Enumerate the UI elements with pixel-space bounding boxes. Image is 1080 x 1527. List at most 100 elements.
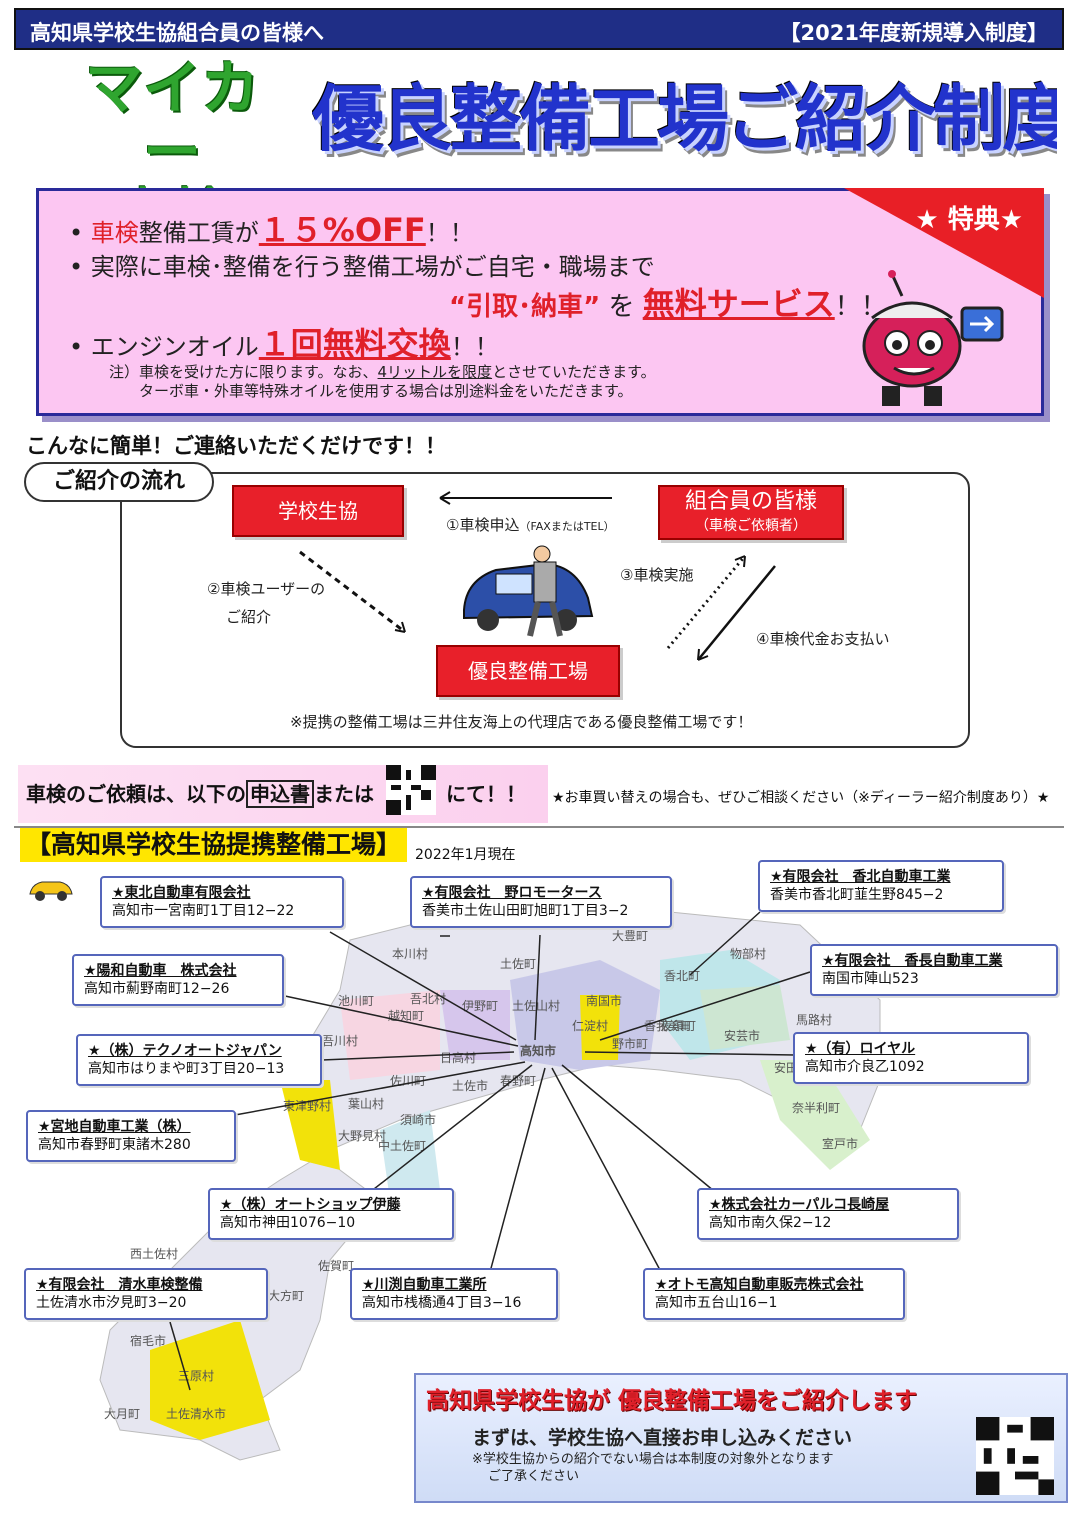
taxi-icon (29, 881, 73, 901)
map-label: 葉山村 (348, 1097, 384, 1111)
header-left-text: 高知県学校生協組合員の皆様へ (30, 21, 324, 45)
qr-code-icon[interactable] (976, 1417, 1054, 1495)
b2-text: 実際に車検･整備を行う整備工場がご自宅・職場まで (90, 253, 655, 281)
benefit-note: 注）車検を受けた方に限ります。なお、4リットルを限度とさせていただきます。 ター… (109, 363, 656, 401)
shop-card: ★陽和自動車 株式会社高知市薊野南町12−26 (72, 954, 284, 1006)
note1-a: 注）車検を受けた方に限ります。なお、 (109, 363, 378, 381)
shop-name: ★（株）オートショップ伊藤 (220, 1197, 401, 1213)
map-label: 仁淀村 (572, 1019, 608, 1033)
shop-name: ★宮地自動車工業（株） (38, 1119, 191, 1135)
map-label: 香我美町 (644, 1019, 692, 1033)
shop-address: 土佐清水市汐見町3−20 (36, 1295, 187, 1311)
map-label: 越知町 (388, 1009, 424, 1023)
mycar-line1: マイカー (84, 54, 259, 186)
bottom-note2: ご了承ください (488, 1469, 580, 1484)
map-label: 南国市 (586, 993, 622, 1008)
flow-footnote: ※提携の整備工場は三井住友海上の代理店である優良整備工場です！ (290, 713, 753, 731)
map-label: 吾北村 (410, 992, 446, 1006)
members-sub: （車検ご依頼者） (695, 518, 807, 534)
b1-end: ！！ (425, 219, 474, 247)
step4-label: ④車検代金お支払い (756, 630, 890, 648)
members-box: 組合員の皆様 （車検ご依頼者） (658, 485, 844, 540)
bottom-title: 高知県学校生協が 優良整備工場をご紹介します (426, 1388, 918, 1414)
map-label: 香北町 (664, 969, 700, 983)
shop-name: ★株式会社カーパルコ長崎屋 (709, 1197, 890, 1213)
map-label: 吾川村 (322, 1034, 358, 1048)
shop-card: ★オトモ高知自動車販売株式会社高知市五台山16−1 (643, 1268, 905, 1320)
map-label: 大方町 (268, 1288, 304, 1303)
request-post: にて！！ (446, 782, 526, 806)
map-label: 伊野町 (462, 999, 498, 1013)
shop-name: ★陽和自動車 株式会社 (84, 963, 237, 979)
benefit-item-pickup: • 実際に車検･整備を行う整備工場がご自宅・職場まで (69, 253, 655, 281)
b1-mid: 整備工賃が (138, 219, 259, 247)
tokuten-label: ★ 特典★ (915, 205, 1023, 235)
header-right-text: 【2021年度新規導入制度】 (779, 21, 1048, 45)
shop-name: ★有限会社 野ロモータース (422, 885, 602, 901)
map-label: 土佐市 (452, 1078, 488, 1093)
note1-underline: 4リットルを限度 (377, 363, 493, 381)
map-label: 西土佐村 (130, 1247, 178, 1261)
note1-b: とさせていただきます。 (492, 363, 656, 381)
benefit-item-discount: • 車検整備工賃が１５%OFF！！ (69, 211, 474, 249)
dealer-note: ★お車買い替えの場合も、ぜひご相談ください（※ディーラー紹介制度あり）★ (552, 790, 1050, 806)
map-label: 土佐町 (500, 957, 536, 971)
shop-card: ★宮地自動車工業（株）高知市春野町東諸木280 (26, 1110, 236, 1162)
shop-card: ★有限会社 野ロモータース香美市土佐山田町旭町1丁目3−2 (410, 876, 672, 928)
map-label: 土佐清水市 (166, 1406, 226, 1421)
step1-text: ①車検申込 (446, 516, 520, 534)
map-label: 奈半利町 (792, 1101, 840, 1115)
b1-pre: 車検 (90, 219, 139, 247)
shop-address: 香美市香北町韮生野845−2 (770, 887, 944, 903)
shop-name: ★東北自動車有限会社 (112, 885, 251, 901)
shop-card: ★（株）テクノオートジャパン高知市はりまや町3丁目20−13 (76, 1034, 322, 1086)
bottom-note: ※学校生協からの紹介でない場合は本制度の対象外となります ご了承ください (472, 1451, 834, 1485)
step1-sub: （FAXまたはTEL） (519, 520, 615, 533)
shop-address: 高知市一宮南町1丁目12−22 (112, 903, 295, 919)
tokuten-ribbon (844, 188, 1044, 298)
map-label: 本川村 (392, 947, 428, 961)
map-label: 東津野村 (283, 1099, 331, 1113)
benefit-box: ★ 特典★ • 車検整備工賃が１５%OFF！！ • 実際に車検･整備を行う整備工… (36, 188, 1044, 416)
map-label: 大野見村 (338, 1129, 386, 1143)
divider (14, 826, 1064, 828)
shop-address: 高知市五台山16−1 (655, 1295, 778, 1311)
b2b-mid: を (600, 292, 643, 322)
shop-card: ★（株）オートショップ伊藤高知市神田1076−10 (208, 1188, 454, 1240)
coop-box: 学校生協 (232, 485, 404, 537)
request-text: 車検のご依頼は、以下の申込書または (26, 778, 374, 808)
shop-address: 高知市はりまや町3丁目20−13 (88, 1061, 285, 1077)
as-of-date: 2022年1月現在 (415, 847, 516, 863)
benefit-item-oil: • エンジンオイル１回無料交換！！ (69, 325, 499, 363)
shop-address: 高知市薊野南町12−26 (84, 981, 230, 997)
map-label: 三原村 (178, 1369, 214, 1383)
map-label: 室戸市 (822, 1136, 858, 1151)
flow-tag: ご紹介の流れ (24, 462, 214, 502)
shop-name: ★（株）テクノオートジャパン (88, 1043, 282, 1059)
step3-label: ③車検実施 (620, 566, 694, 584)
request-mid: または (314, 782, 374, 806)
shop-name: ★オトモ高知自動車販売株式会社 (655, 1277, 864, 1293)
car-mascot-icon (862, 270, 1004, 406)
application-form-link[interactable]: 申込書 (246, 780, 314, 808)
map-labels: 本川村土佐町物部村香北町吾北村池川町土佐山村南国市馬路村吾川村伊野町日高村高知市… (104, 929, 858, 1421)
shop-card: ★東北自動車有限会社高知市一宮南町1丁目12−22 (100, 876, 344, 928)
flow-box (120, 472, 970, 748)
shop-address: 高知市南久保2−12 (709, 1215, 832, 1231)
request-pre: 車検のご依頼は、以下の (26, 782, 246, 806)
shop-name: ★川渕自動車工業所 (362, 1277, 487, 1293)
step2-label-b: ご紹介 (226, 608, 272, 626)
shop-card: ★有限会社 香北自動車工業香美市香北町韮生野845−2 (758, 860, 1004, 912)
map-label: 大月町 (104, 1407, 140, 1421)
map-label: 佐賀町 (318, 1259, 354, 1273)
qr-code-icon[interactable] (386, 765, 436, 815)
map-label: 宿毛市 (130, 1333, 166, 1348)
bottom-box: 高知県学校生協が 優良整備工場をご紹介します まずは、学校生協へ直接お申し込みく… (414, 1373, 1068, 1503)
map-label: 池川町 (338, 994, 374, 1008)
map-label: 高知市 (520, 1043, 556, 1058)
map-label: 須崎市 (400, 1112, 436, 1127)
shop-address: 高知市介良乙1092 (805, 1059, 925, 1075)
note2: ターボ車・外車等特殊オイルを使用する場合は別途料金をいただきます。 (139, 382, 633, 400)
shop-name: ★有限会社 香長自動車工業 (822, 953, 1003, 969)
